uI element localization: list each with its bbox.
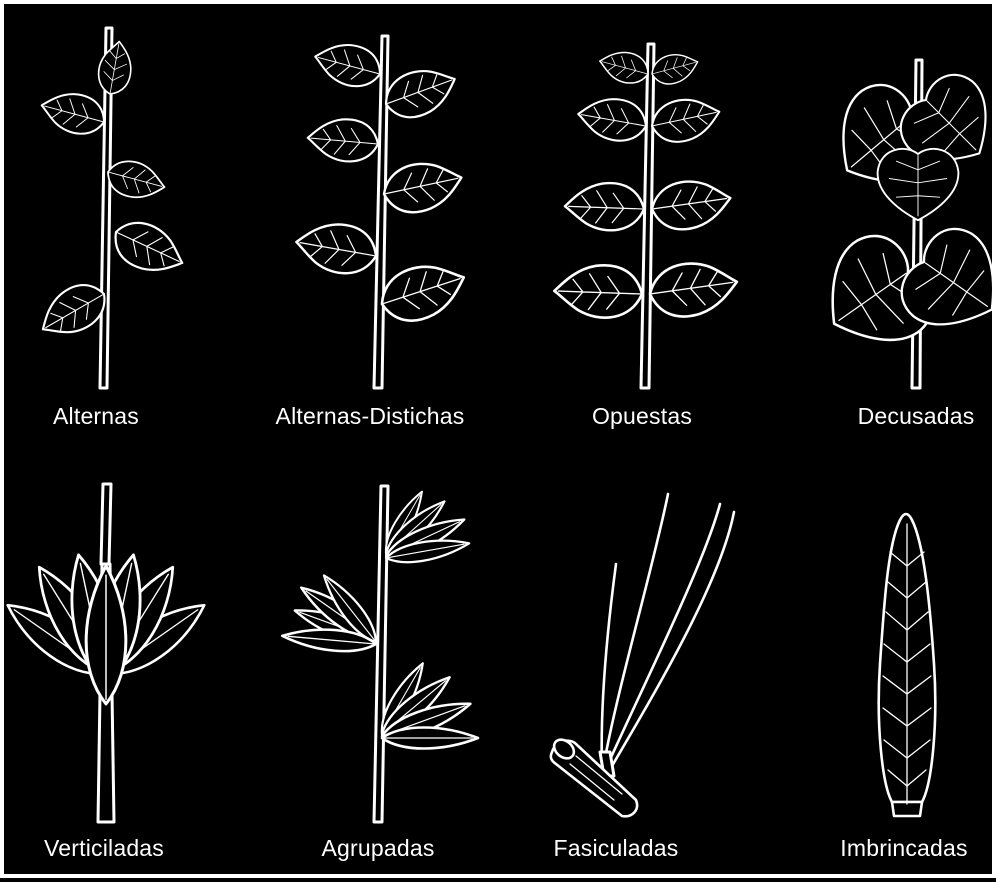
figure-agrupadas — [281, 486, 478, 822]
figure-alternas — [32, 28, 191, 388]
label-imbrincadas: Imbrincadas — [784, 837, 996, 860]
label-fasiculadas: Fasiculadas — [496, 837, 736, 860]
leaf-arrangement-illustrations — [4, 4, 996, 882]
figure-fasiculadas — [550, 494, 734, 816]
label-decusadas: Decusadas — [796, 405, 996, 428]
figure-decusadas — [803, 60, 996, 388]
figure-alternas-distichas — [292, 36, 472, 388]
label-alternas-distichas: Alternas-Distichas — [250, 405, 490, 428]
figure-opuestas — [553, 44, 740, 388]
label-opuestas: Opuestas — [522, 405, 762, 428]
label-alternas: Alternas — [0, 405, 216, 428]
label-agrupadas: Agrupadas — [258, 837, 498, 860]
figure-imbrincadas — [879, 514, 936, 816]
figure-verticiladas — [4, 484, 214, 822]
label-verticiladas: Verticiladas — [0, 837, 224, 860]
